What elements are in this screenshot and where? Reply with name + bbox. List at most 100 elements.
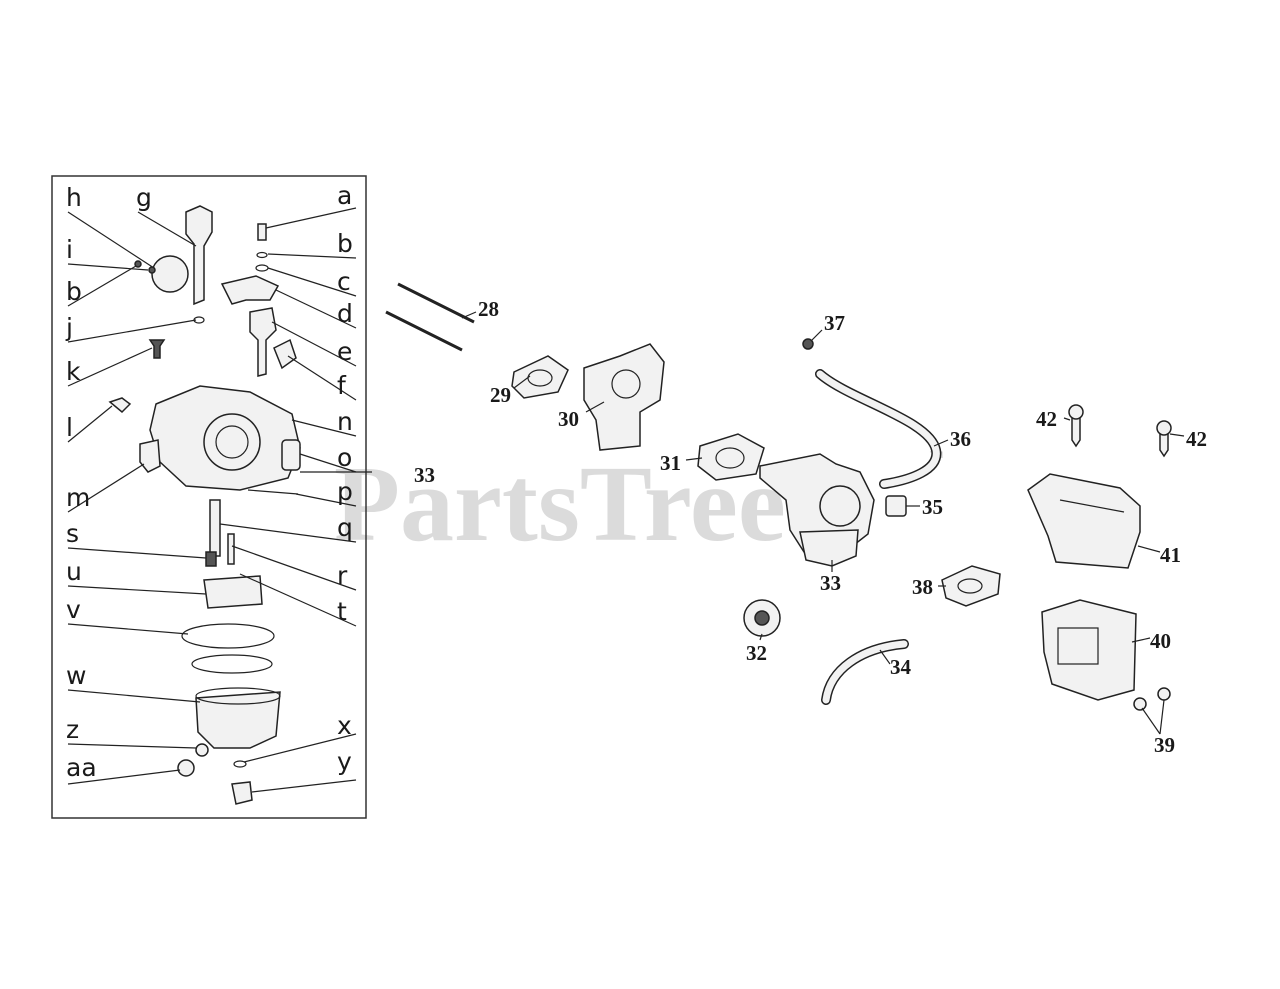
callout-40: 40 [1150, 629, 1171, 653]
nut-39-b [1157, 687, 1171, 701]
label-b-left: b [66, 277, 82, 306]
callout-29: 29 [490, 383, 511, 407]
label-i: i [66, 235, 73, 264]
inset-frame [51, 175, 367, 819]
rod-28-a [397, 282, 475, 324]
gasket-38 [941, 565, 1001, 607]
screw-b [134, 260, 142, 268]
gasket-31 [697, 433, 765, 481]
carburetor-33-bowl [799, 529, 859, 567]
pin-p [247, 489, 299, 495]
carburetor-33-bore [819, 485, 861, 527]
clip-37 [802, 338, 814, 350]
callout-34: 34 [890, 655, 912, 679]
spacer-40 [1041, 599, 1137, 701]
callout-36: 36 [950, 427, 971, 451]
holder-e [249, 307, 277, 377]
callout-32: 32 [746, 641, 767, 665]
callout-group: 28 29 30 31 33 37 36 35 42 42 41 38 33 3… [414, 297, 1207, 757]
callout-35: 35 [922, 495, 943, 519]
carburetor-33 [759, 453, 875, 553]
cap-o [281, 439, 301, 471]
label-o: o [337, 443, 352, 472]
label-r: r [337, 561, 348, 590]
float-u [203, 575, 263, 609]
callout-41: 41 [1160, 543, 1181, 567]
ring-c [255, 264, 269, 272]
washer-z [195, 743, 209, 757]
jet-s [205, 551, 217, 567]
screw-aa [177, 759, 195, 777]
o-ring-v [181, 623, 275, 649]
label-b-right: b [337, 229, 353, 258]
label-aa: aa [66, 753, 97, 782]
carburetor-bore-inner [215, 425, 249, 459]
label-u: u [66, 557, 82, 586]
gasket-f [273, 338, 297, 370]
screw-i [148, 266, 156, 274]
bracket-30-hole [611, 369, 641, 399]
gasket-31-hole [715, 447, 745, 469]
label-h: h [66, 183, 82, 212]
label-p: p [337, 477, 353, 506]
choke-plate [151, 255, 189, 293]
label-g: g [136, 183, 152, 212]
callout-42-right: 42 [1186, 427, 1207, 451]
label-y: y [337, 747, 352, 776]
label-j: j [65, 313, 73, 342]
main-parts [385, 282, 1172, 711]
washer-b [256, 251, 268, 259]
idle-screw [108, 397, 132, 414]
filter-35 [885, 495, 907, 517]
rod-28-b [385, 310, 463, 352]
label-z: z [66, 715, 79, 744]
manifold-41 [1027, 473, 1141, 569]
callout-31: 31 [660, 451, 681, 475]
choke-lever [220, 275, 280, 305]
label-d: d [337, 299, 353, 328]
label-w: w [66, 661, 86, 690]
fitting-m [139, 439, 161, 473]
label-s: s [66, 519, 79, 548]
label-f: f [337, 371, 347, 400]
label-q: q [337, 513, 353, 542]
callout-42-left: 42 [1036, 407, 1057, 431]
inset-label-group: h g a i b b c j d e k f l n m o p q s r … [65, 181, 353, 782]
label-c: c [337, 267, 351, 296]
float-bowl-rim [195, 687, 281, 705]
o-ring-v2 [191, 654, 273, 674]
throttle-shaft [185, 205, 213, 306]
callout-30: 30 [558, 407, 579, 431]
float-bowl [195, 691, 281, 749]
gasket-38-hole [957, 578, 983, 594]
carburetor-bore [203, 413, 261, 471]
washer-x [233, 760, 247, 768]
nut-39-a [1133, 697, 1147, 711]
label-v: v [66, 595, 81, 624]
callout-39: 39 [1154, 733, 1175, 757]
callout-37: 37 [824, 311, 845, 335]
label-n: n [337, 407, 353, 436]
label-m: m [66, 483, 90, 512]
label-l: l [66, 413, 73, 442]
emulsion-tube [209, 499, 221, 557]
label-x: x [337, 711, 352, 740]
inset-leaders [67, 207, 372, 793]
main-leaders [461, 311, 1185, 735]
inset-parts [108, 205, 301, 805]
needle-r [227, 533, 235, 565]
bracket-30 [583, 343, 665, 451]
callout-38: 38 [912, 575, 933, 599]
callout-33-inset: 33 [414, 463, 435, 487]
screw-a [257, 223, 267, 241]
callout-33: 33 [820, 571, 841, 595]
knob-32-center [754, 610, 770, 626]
callout-28: 28 [478, 297, 499, 321]
label-t: t [337, 597, 347, 626]
screw-k [148, 339, 166, 359]
gasket-29 [511, 355, 569, 399]
bolt-y [231, 781, 253, 805]
label-e: e [337, 337, 352, 366]
label-k: k [66, 357, 81, 386]
